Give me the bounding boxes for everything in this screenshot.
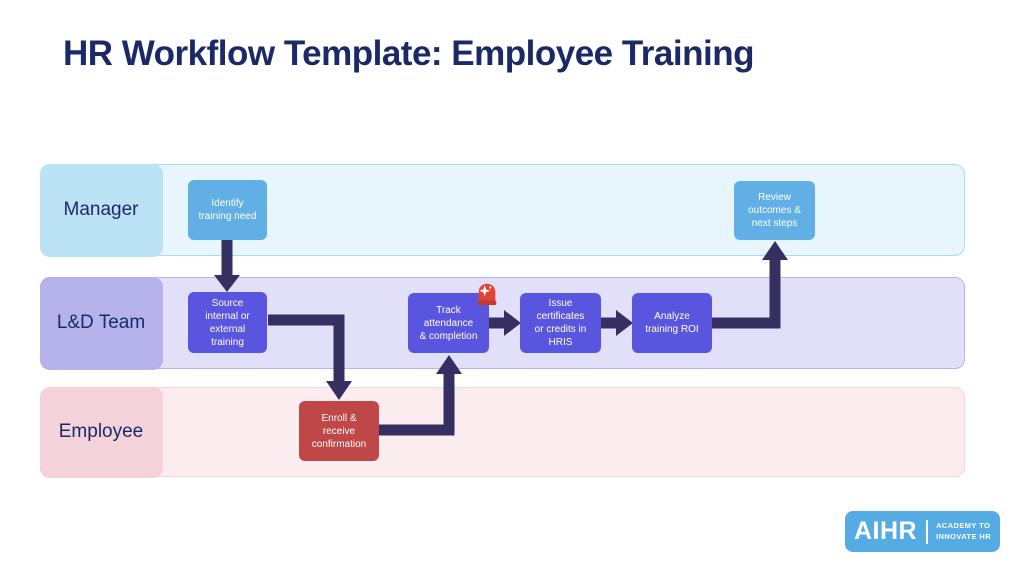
step-review-outcomes: Review outcomes & next steps	[734, 181, 815, 240]
aihr-logo: AIHR ACADEMY TO INNOVATE HR	[845, 511, 1000, 552]
aihr-tagline-line1: ACADEMY TO	[936, 521, 991, 531]
step-analyze-roi: Analyze training ROI	[632, 293, 712, 353]
step-enroll-confirmation: Enroll & receive confirmation	[299, 401, 379, 461]
swimlane-ld-team: L&D Team	[39, 276, 965, 370]
step-identify-training-need: Identify training need	[188, 180, 267, 240]
swimlane-label-employee: Employee	[39, 386, 163, 478]
logo-divider	[926, 519, 929, 544]
swimlane-manager: Manager	[39, 163, 965, 257]
step-source-training: Source internal or external training	[188, 292, 267, 353]
step-issue-certificates: Issue certificates or credits in HRIS	[520, 293, 601, 353]
swimlane-label-manager: Manager	[39, 163, 163, 257]
step-track-attendance: Track attendance & completion	[408, 293, 489, 353]
siren-alert-icon	[477, 283, 497, 306]
aihr-logo-brand: AIHR	[853, 517, 918, 545]
aihr-tagline-line2: INNOVATE HR	[936, 531, 992, 541]
page-title: HR Workflow Template: Employee Training	[63, 34, 754, 73]
swimlane-employee: Employee	[39, 386, 965, 478]
swimlane-label-ld-team: L&D Team	[39, 276, 163, 370]
aihr-logo-tagline: ACADEMY TO INNOVATE HR	[936, 521, 991, 541]
